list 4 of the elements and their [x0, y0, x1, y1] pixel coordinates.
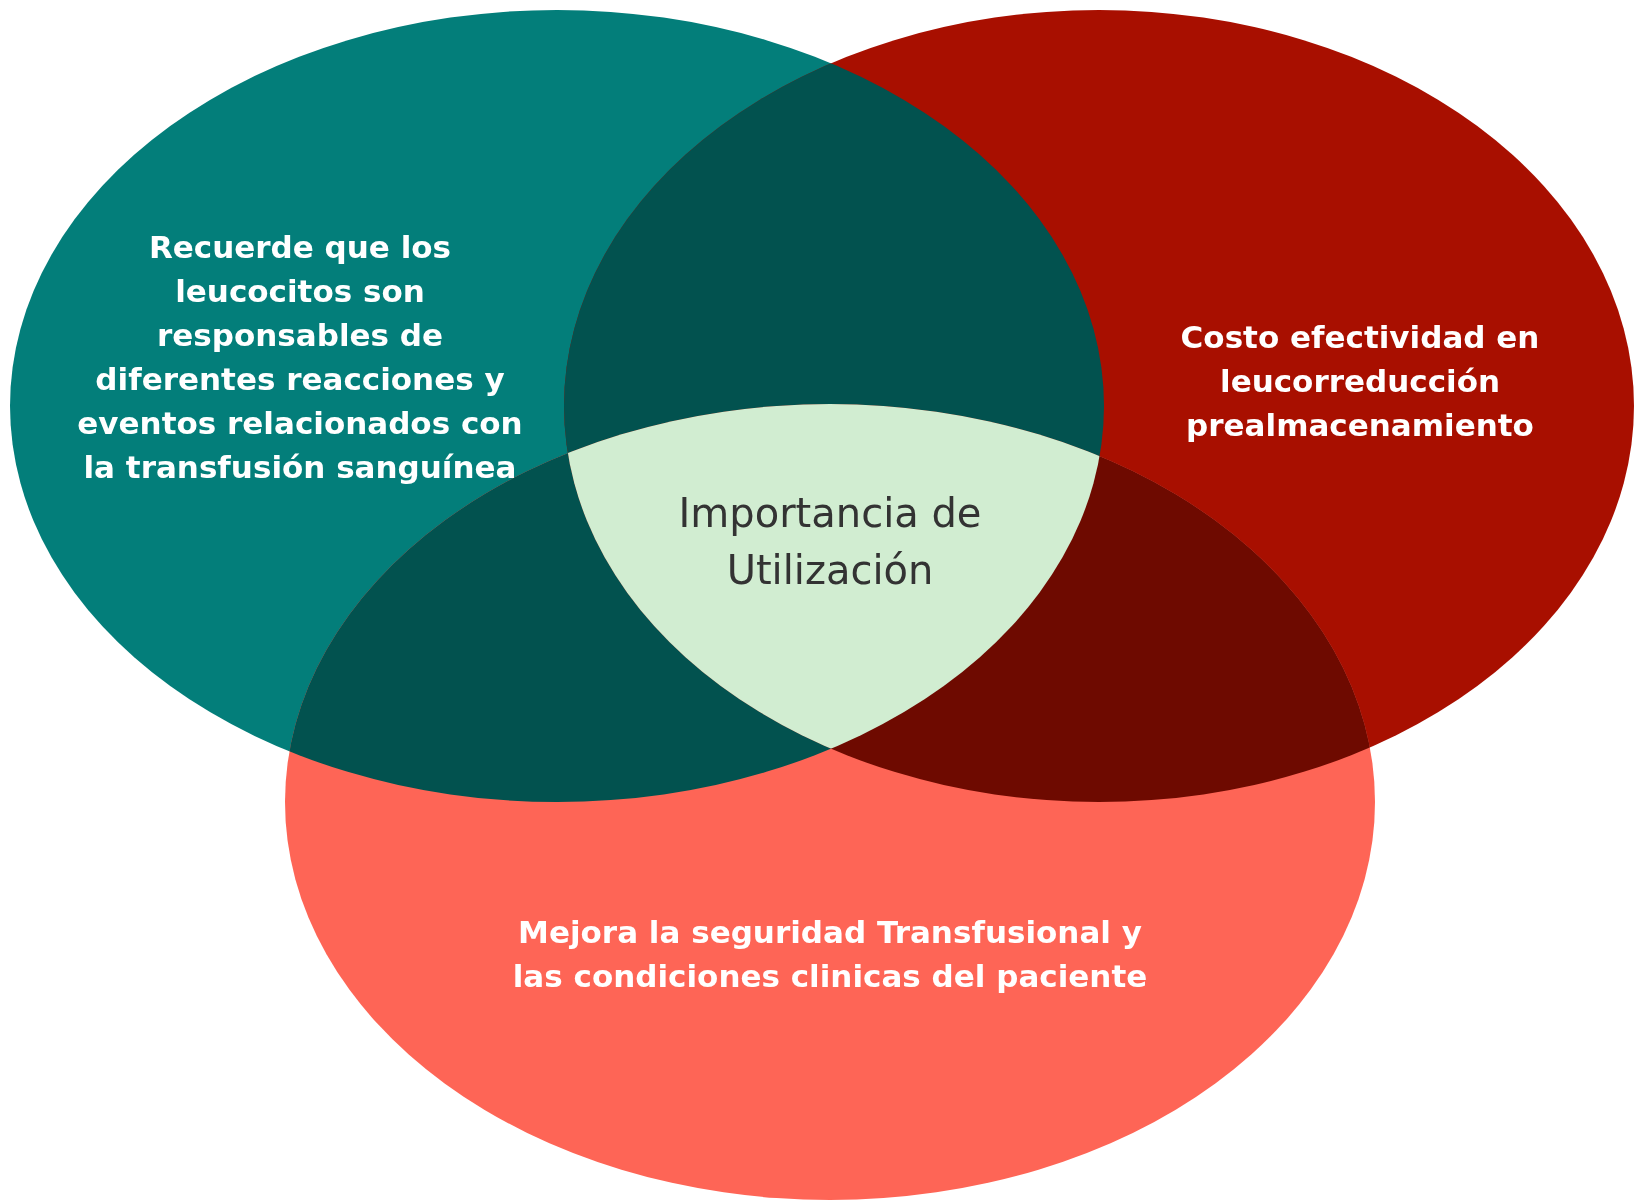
center-label: Importancia de Utilización	[665, 485, 995, 599]
circle-label: Mejora la seguridad Transfusional y las condiciones clinicas del paciente	[500, 910, 1160, 998]
circle-label: Costo efectividad en leucorreducción prealmacenamiento	[1130, 315, 1590, 447]
circle-label: Recuerde que los leucocitos son responsables de diferentes reacciones y eventos relacionados con la transfusión sanguínea	[70, 225, 530, 489]
